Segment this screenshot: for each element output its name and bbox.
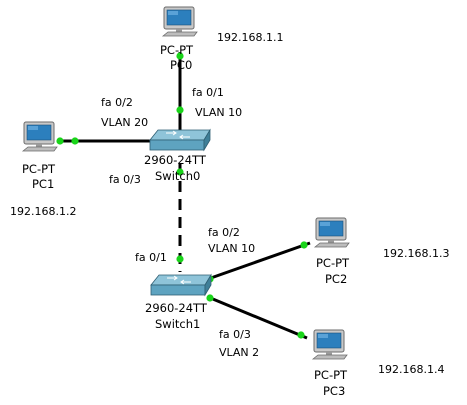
switch0-fa03-dot xyxy=(176,168,184,176)
pc3-model-label: PC-PT xyxy=(314,368,348,382)
devices-layer xyxy=(21,6,350,360)
switch0-switch-icon[interactable] xyxy=(149,128,211,152)
link-pc0-vlan-label: VLAN 10 xyxy=(195,106,243,119)
pc0-name-label: PC0 xyxy=(170,58,193,72)
link-pc1-port-label: fa 0/2 xyxy=(101,96,133,109)
pc1-name-label: PC1 xyxy=(32,177,55,191)
link-pc3-vlan-label: VLAN 2 xyxy=(219,346,260,359)
pc3-name-label: PC3 xyxy=(323,384,346,398)
pc0-model-label: PC-PT xyxy=(160,43,194,57)
pc2-pc-icon[interactable] xyxy=(313,217,350,248)
link-switch1-pc3[interactable] xyxy=(207,295,308,340)
switch0-fa01-dot xyxy=(176,106,184,114)
link-trunk-port-b-label: fa 0/1 xyxy=(135,251,167,264)
pc3-ip-label: 192.168.1.4 xyxy=(378,363,445,376)
pc2-ip-label: 192.168.1.3 xyxy=(383,247,450,260)
pc0-port-dot xyxy=(176,52,184,60)
pc2-name-label: PC2 xyxy=(325,272,348,286)
pc3-port-dot xyxy=(297,331,305,339)
pc0-ip-label: 192.168.1.1 xyxy=(217,31,284,44)
switch1-model-label: 2960-24TT xyxy=(145,301,207,315)
switch0-fa02-dot xyxy=(71,137,79,145)
port-indicators-layer xyxy=(56,52,308,339)
switch1-switch-icon[interactable] xyxy=(150,273,212,297)
pc3-pc-icon[interactable] xyxy=(311,329,348,360)
link-pc2-vlan-label: VLAN 10 xyxy=(208,242,256,255)
pc0-pc-icon[interactable] xyxy=(161,6,198,37)
link-switch1-pc2[interactable] xyxy=(207,241,311,281)
switch0-name-label: Switch0 xyxy=(155,169,201,183)
pc1-pc-icon[interactable] xyxy=(21,121,58,152)
link-trunk-port-a-label: fa 0/3 xyxy=(109,173,141,186)
pc1-port-dot xyxy=(56,137,64,145)
link-pc1-vlan-label: VLAN 20 xyxy=(101,116,149,129)
link-pc2-port-label: fa 0/2 xyxy=(208,226,240,239)
pc2-port-dot xyxy=(300,241,308,249)
switch1-name-label: Switch1 xyxy=(155,317,201,331)
pc2-model-label: PC-PT xyxy=(316,256,350,270)
switch1-fa01-dot xyxy=(176,255,184,263)
switch0-model-label: 2960-24TT xyxy=(144,153,206,167)
link-pc3-port-label: fa 0/3 xyxy=(219,328,251,341)
pc1-model-label: PC-PT xyxy=(22,162,56,176)
link-pc0-port-label: fa 0/1 xyxy=(192,86,224,99)
switch1-fa03-dot xyxy=(206,294,214,302)
pc1-ip-label: 192.168.1.2 xyxy=(10,205,77,218)
